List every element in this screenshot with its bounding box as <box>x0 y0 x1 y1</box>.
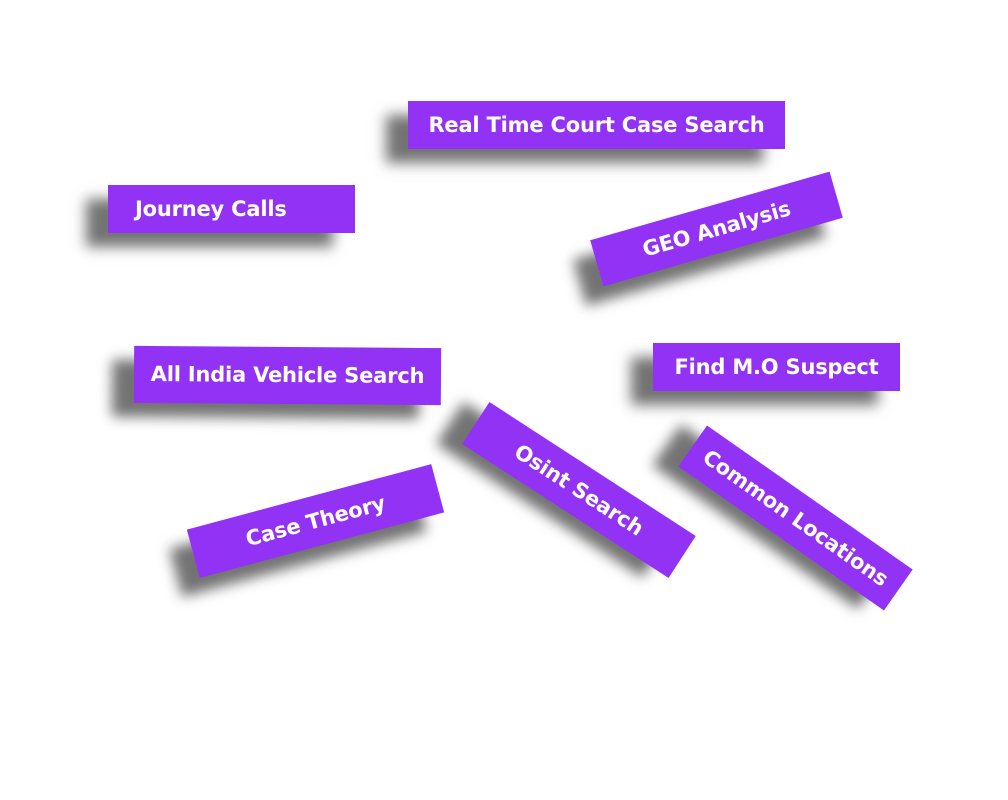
real-time-court-case-search-label: Real Time Court Case Search <box>428 112 765 137</box>
common-locations-label: Common Locations <box>698 444 894 591</box>
find-mo-suspect-label: Find M.O Suspect <box>674 354 879 379</box>
osint-search-tag[interactable]: Osint Search <box>462 402 696 578</box>
geo-analysis-label: GEO Analysis <box>639 195 794 262</box>
journey-calls-tag[interactable]: Journey Calls <box>108 185 355 233</box>
osint-search-label: Osint Search <box>510 439 649 541</box>
all-india-vehicle-search-tag[interactable]: All India Vehicle Search <box>133 345 442 406</box>
case-theory-tag[interactable]: Case Theory <box>186 464 445 578</box>
all-india-vehicle-search-label: All India Vehicle Search <box>150 362 425 388</box>
common-locations-tag[interactable]: Common Locations <box>678 425 913 611</box>
journey-calls-label: Journey Calls <box>135 196 287 221</box>
real-time-court-case-search-tag[interactable]: Real Time Court Case Search <box>408 101 785 149</box>
geo-analysis-tag[interactable]: GEO Analysis <box>590 171 843 287</box>
find-mo-suspect-tag[interactable]: Find M.O Suspect <box>653 343 900 391</box>
case-theory-label: Case Theory <box>242 490 388 551</box>
